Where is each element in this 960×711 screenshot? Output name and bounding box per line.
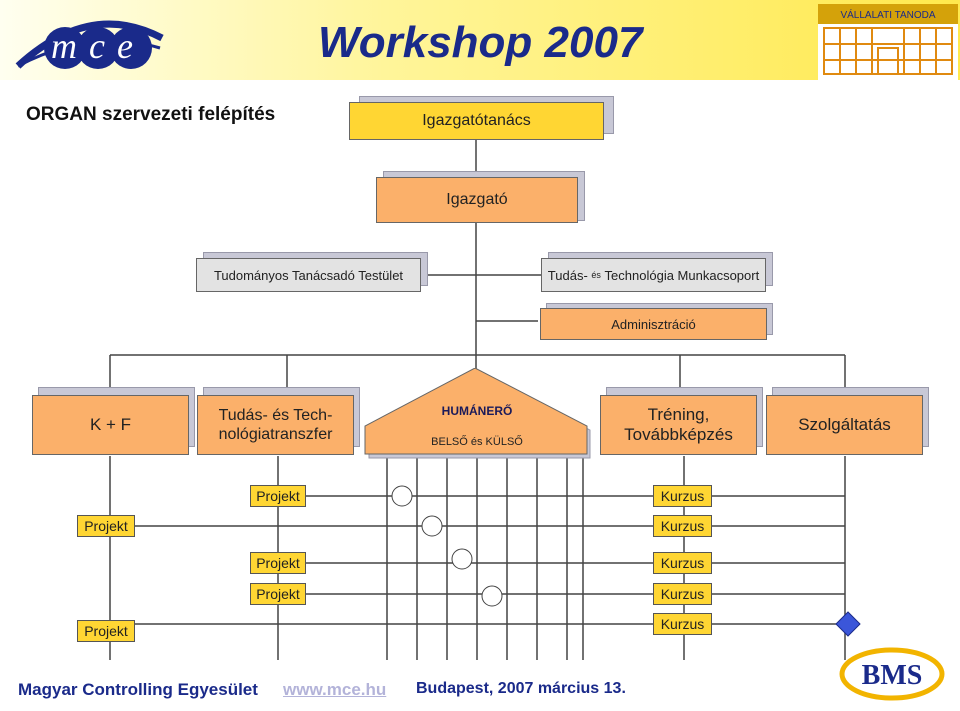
transfer-label-line1: Tudás- és Tech- [218, 407, 333, 424]
admin-box: Adminisztráció [540, 308, 767, 340]
hr-title: HUMÁNERŐ [441, 404, 513, 418]
project-label: Projekt [77, 620, 135, 642]
service-label: Szolgáltatás [798, 415, 891, 434]
director-label: Igazgató [446, 191, 508, 208]
footer-place-date: Budapest, 2007 március 13. [416, 680, 626, 697]
kf-label: K + F [89, 415, 132, 434]
transfer-label-line2: nológiatranszfer [218, 426, 333, 443]
training-label-line2: Továbbképzés [624, 425, 733, 444]
advisory-box: Tudományos Tanácsadó Testület [196, 258, 421, 292]
footer-org-name: Magyar Controlling Egyesület [18, 680, 258, 699]
diamond-marker [835, 611, 861, 637]
page-title: Workshop 2007 [318, 18, 643, 67]
project-label: Projekt [250, 583, 306, 605]
footer-url-link[interactable]: www.mce.hu [283, 680, 387, 699]
project-label: Projekt [250, 485, 306, 507]
course-label: Kurzus [653, 515, 712, 537]
board-label: Igazgatótanács [422, 112, 531, 129]
training-label-line1: Tréning, [647, 405, 710, 424]
course-label: Kurzus [653, 552, 712, 574]
project-label: Projekt [250, 552, 306, 574]
course-label: Kurzus [653, 613, 712, 635]
workgroup-label-post: Technológia Munkacsoport [604, 267, 760, 283]
chart-subtitle: ORGAN szervezeti felépítés [26, 104, 276, 125]
admin-label: Adminisztráció [611, 316, 696, 332]
transfer-box: Tudás- és Tech- nológiatranszfer [197, 395, 354, 455]
tanoda-logo: VÁLLALATI TANODA [818, 4, 958, 80]
tanoda-label: VÁLLALATI TANODA [840, 8, 935, 21]
director-box: Igazgató [376, 177, 578, 223]
bms-logo: BMS [839, 647, 945, 701]
hr-sub: BELSŐ és KÜLSŐ [431, 436, 523, 448]
project-label: Projekt [77, 515, 135, 537]
course-label: Kurzus [653, 583, 712, 605]
mce-logo: mce [15, 20, 164, 69]
workgroup-box: Tudás- és Technológia Munkacsoport [541, 258, 766, 292]
bms-logo-text: BMS [862, 660, 923, 691]
training-box: Tréning, Továbbképzés [600, 395, 757, 455]
kf-box: K + F [32, 395, 189, 455]
workgroup-label-pre: Tudás- [547, 267, 588, 283]
mce-logo-text: mce [51, 26, 145, 66]
advisory-label: Tudományos Tanácsadó Testület [213, 267, 404, 283]
service-box: Szolgáltatás [766, 395, 923, 455]
course-label: Kurzus [653, 485, 712, 507]
workgroup-label-es: és [591, 270, 601, 280]
hr-shape [364, 368, 591, 459]
board-box: Igazgatótanács [349, 102, 604, 140]
